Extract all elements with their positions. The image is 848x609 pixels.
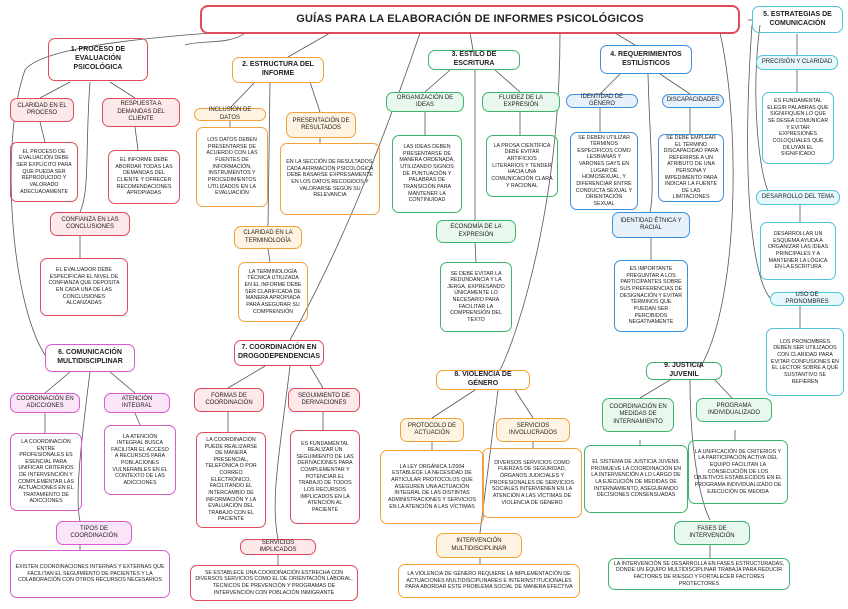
s7-seguimiento-label: SEGUIMIENTO DE DERIVACIONES bbox=[288, 388, 360, 412]
s5-tema-label: DESARROLLO DEL TEMA bbox=[756, 190, 840, 205]
s4-genero-label: IDENTIDAD DE GÉNERO bbox=[566, 94, 638, 108]
s8-protocolo-text: LA LEY ORGÁNICA 1/2004 ESTABLECE LA NECE… bbox=[380, 450, 484, 524]
s1-respuesta-text: EL INFORME DEBE ABORDAR TODAS LAS DEMAND… bbox=[108, 150, 180, 204]
s7-servicios-label: SERVICIOS IMPLICADOS bbox=[240, 539, 316, 555]
s1-confianza-text: EL EVALUADOR DEBE ESPECIFICAR EL NIVEL D… bbox=[40, 258, 128, 316]
s7-formas-label: FORMAS DE COORDINACIÓN bbox=[194, 388, 264, 412]
s6-adicciones-label: COORDINACIÓN EN ADICCIONES bbox=[10, 393, 80, 413]
section-4-head: 4. REQUERIMIENTOS ESTILÍSTICOS bbox=[600, 45, 692, 74]
s6-integral-text: LA ATENCIÓN INTEGRAL BUSCA FACILITAR EL … bbox=[104, 425, 176, 495]
s8-multi-text: LA VIOLENCIA DE GÉNERO REQUIERE LA IMPLE… bbox=[398, 564, 580, 598]
s4-etnica-label: IDENTIDAD ÉTNICA Y RACIAL bbox=[612, 212, 690, 238]
s2-inclusion-text: LOS DATOS DEBEN PRESENTARSE DE ACUERDO C… bbox=[196, 127, 268, 207]
s2-presentacion-label: PRESENTACIÓN DE RESULTADOS bbox=[286, 112, 356, 138]
section-8-head: 8. VIOLENCIA DE GÉNERO bbox=[436, 370, 530, 390]
s7-seguimiento-text: ES FUNDAMENTAL REALIZAR UN SEGUIMIENTO D… bbox=[290, 430, 360, 524]
s5-pronombres-text: LOS PRONOMBRES DEBEN SER UTILIZADOS CON … bbox=[766, 328, 844, 396]
s6-tipos-text: EXISTEN COORDINACIONES INTERNAS Y EXTERN… bbox=[10, 550, 170, 598]
s4-discap-label: DISCAPACIDADES bbox=[662, 94, 724, 108]
s5-precision-text: ES FUNDAMENTAL ELEGIR PALABRAS QUE SIGNI… bbox=[762, 92, 834, 164]
s5-pronombres-label: USO DE PRONOMBRES bbox=[770, 292, 844, 306]
page-title: GUÍAS PARA LA ELABORACIÓN DE INFORMES PS… bbox=[200, 5, 740, 34]
section-9-head: 9. JUSTICIA JUVENIL bbox=[646, 362, 722, 380]
section-2-head: 2. ESTRUCTURA DEL INFORME bbox=[232, 57, 324, 83]
section-3-head: 3. ESTILO DE ESCRITURA bbox=[428, 50, 520, 70]
s3-economia-text: SE DEBE EVITAR LA REDUNDANCIA Y LA JERGA… bbox=[440, 262, 512, 332]
s3-fluidez-text: LA PROSA CIENTÍFICA DEBE EVITAR ARTIFICI… bbox=[486, 135, 558, 197]
s6-adicciones-text: LA COORDINACIÓN ENTRE PROFESIONALES ES E… bbox=[10, 433, 82, 511]
s9-medidas-text: EL SISTEMA DE JUSTICIA JUVENIL PROMUEVE … bbox=[584, 445, 688, 513]
s9-programa-text: LA UNIFICACIÓN DE CRITERIOS Y LA PARTICI… bbox=[688, 440, 788, 504]
s1-respuesta-label: RESPUESTA A DEMANDAS DEL CLIENTE bbox=[102, 98, 180, 127]
s5-tema-text: DESARROLLAR UN ESQUEMA AYUDA A ORGANIZAR… bbox=[760, 222, 836, 280]
s4-discap-text: SE DEBE EMPLEAR EL TÉRMINO DISCAPACIDAD … bbox=[658, 134, 724, 202]
section-5-head: 5. ESTRATEGIAS DE COMUNICACIÓN bbox=[752, 6, 843, 33]
s5-precision-label: PRECISIÓN Y CLARIDAD bbox=[756, 55, 838, 70]
s6-tipos-label: TIPOS DE COORDINACIÓN bbox=[56, 521, 132, 545]
s9-fases-label: FASES DE INTERVENCIÓN bbox=[674, 521, 750, 545]
s2-presentacion-text: EN LA SECCIÓN DE RESULTADOS, CADA AFIRMA… bbox=[280, 143, 380, 215]
s7-formas-text: LA COORDINACIÓN PUEDE REALIZARSE DE MANE… bbox=[196, 432, 266, 528]
s1-claridad-text: EL PROCESO DE EVALUACIÓN DEBE SER EXPLÍC… bbox=[10, 142, 78, 202]
s9-programa-label: PROGRAMA INDIVIDUALIZADO bbox=[696, 398, 772, 422]
section-6-head: 6. COMUNICACIÓN MULTIDISCIPLINAR bbox=[45, 344, 135, 372]
section-1-head: 1. PROCESO DE EVALUACIÓN PSICOLÓGICA bbox=[48, 38, 148, 81]
s6-integral-label: ATENCIÓN INTEGRAL bbox=[104, 393, 170, 413]
s9-fases-text: LA INTERVENCIÓN SE DESARROLLA EN FASES E… bbox=[608, 558, 790, 590]
s4-etnica-text: ES IMPORTANTE PREGUNTAR A LOS PARTICIPAN… bbox=[614, 260, 688, 332]
s8-servicios-label: SERVICIOS INVOLUCRADOS bbox=[496, 418, 570, 442]
s3-fluidez-label: FLUIDEZ DE LA EXPRESIÓN bbox=[482, 92, 560, 112]
s8-protocolo-label: PROTOCOLO DE ACTUACIÓN bbox=[400, 418, 464, 442]
s7-servicios-text: SE ESTABLECE UNA COORDINACIÓN ESTRECHA C… bbox=[190, 565, 358, 601]
s2-terminologia-text: LA TERMINOLOGÍA TÉCNICA UTILIZADA EN EL … bbox=[238, 262, 308, 322]
section-7-head: 7. COORDINACIÓN EN DROGODEPENDENCIAS bbox=[234, 340, 324, 366]
s1-claridad-label: CLARIDAD EN EL PROCESO bbox=[10, 98, 74, 122]
s4-genero-text: SE DEBEN UTILIZAR TÉRMINOS ESPECÍFICOS C… bbox=[570, 132, 638, 210]
s8-multi-label: INTERVENCIÓN MULTIDISCIPLINAR bbox=[436, 533, 522, 558]
s2-terminologia-label: CLARIDAD EN LA TERMINOLOGÍA bbox=[234, 226, 302, 249]
s3-org-label: ORGANIZACIÓN DE IDEAS bbox=[386, 92, 464, 112]
s1-confianza-label: CONFIANZA EN LAS CONCLUSIONES bbox=[50, 212, 130, 236]
s8-servicios-text: DIVERSOS SERVICIOS COMO FUERZAS DE SEGUR… bbox=[482, 448, 582, 518]
s3-org-text: LAS IDEAS DEBEN PRESENTARSE DE MANERA OR… bbox=[392, 135, 462, 213]
s9-medidas-label: COORDINACIÓN EN MEDIDAS DE INTERNAMIENTO bbox=[602, 398, 674, 432]
s3-economia-label: ECONOMÍA DE LA EXPRESIÓN bbox=[436, 220, 516, 243]
s2-inclusion-label: INCLUSIÓN DE DATOS bbox=[194, 107, 266, 121]
